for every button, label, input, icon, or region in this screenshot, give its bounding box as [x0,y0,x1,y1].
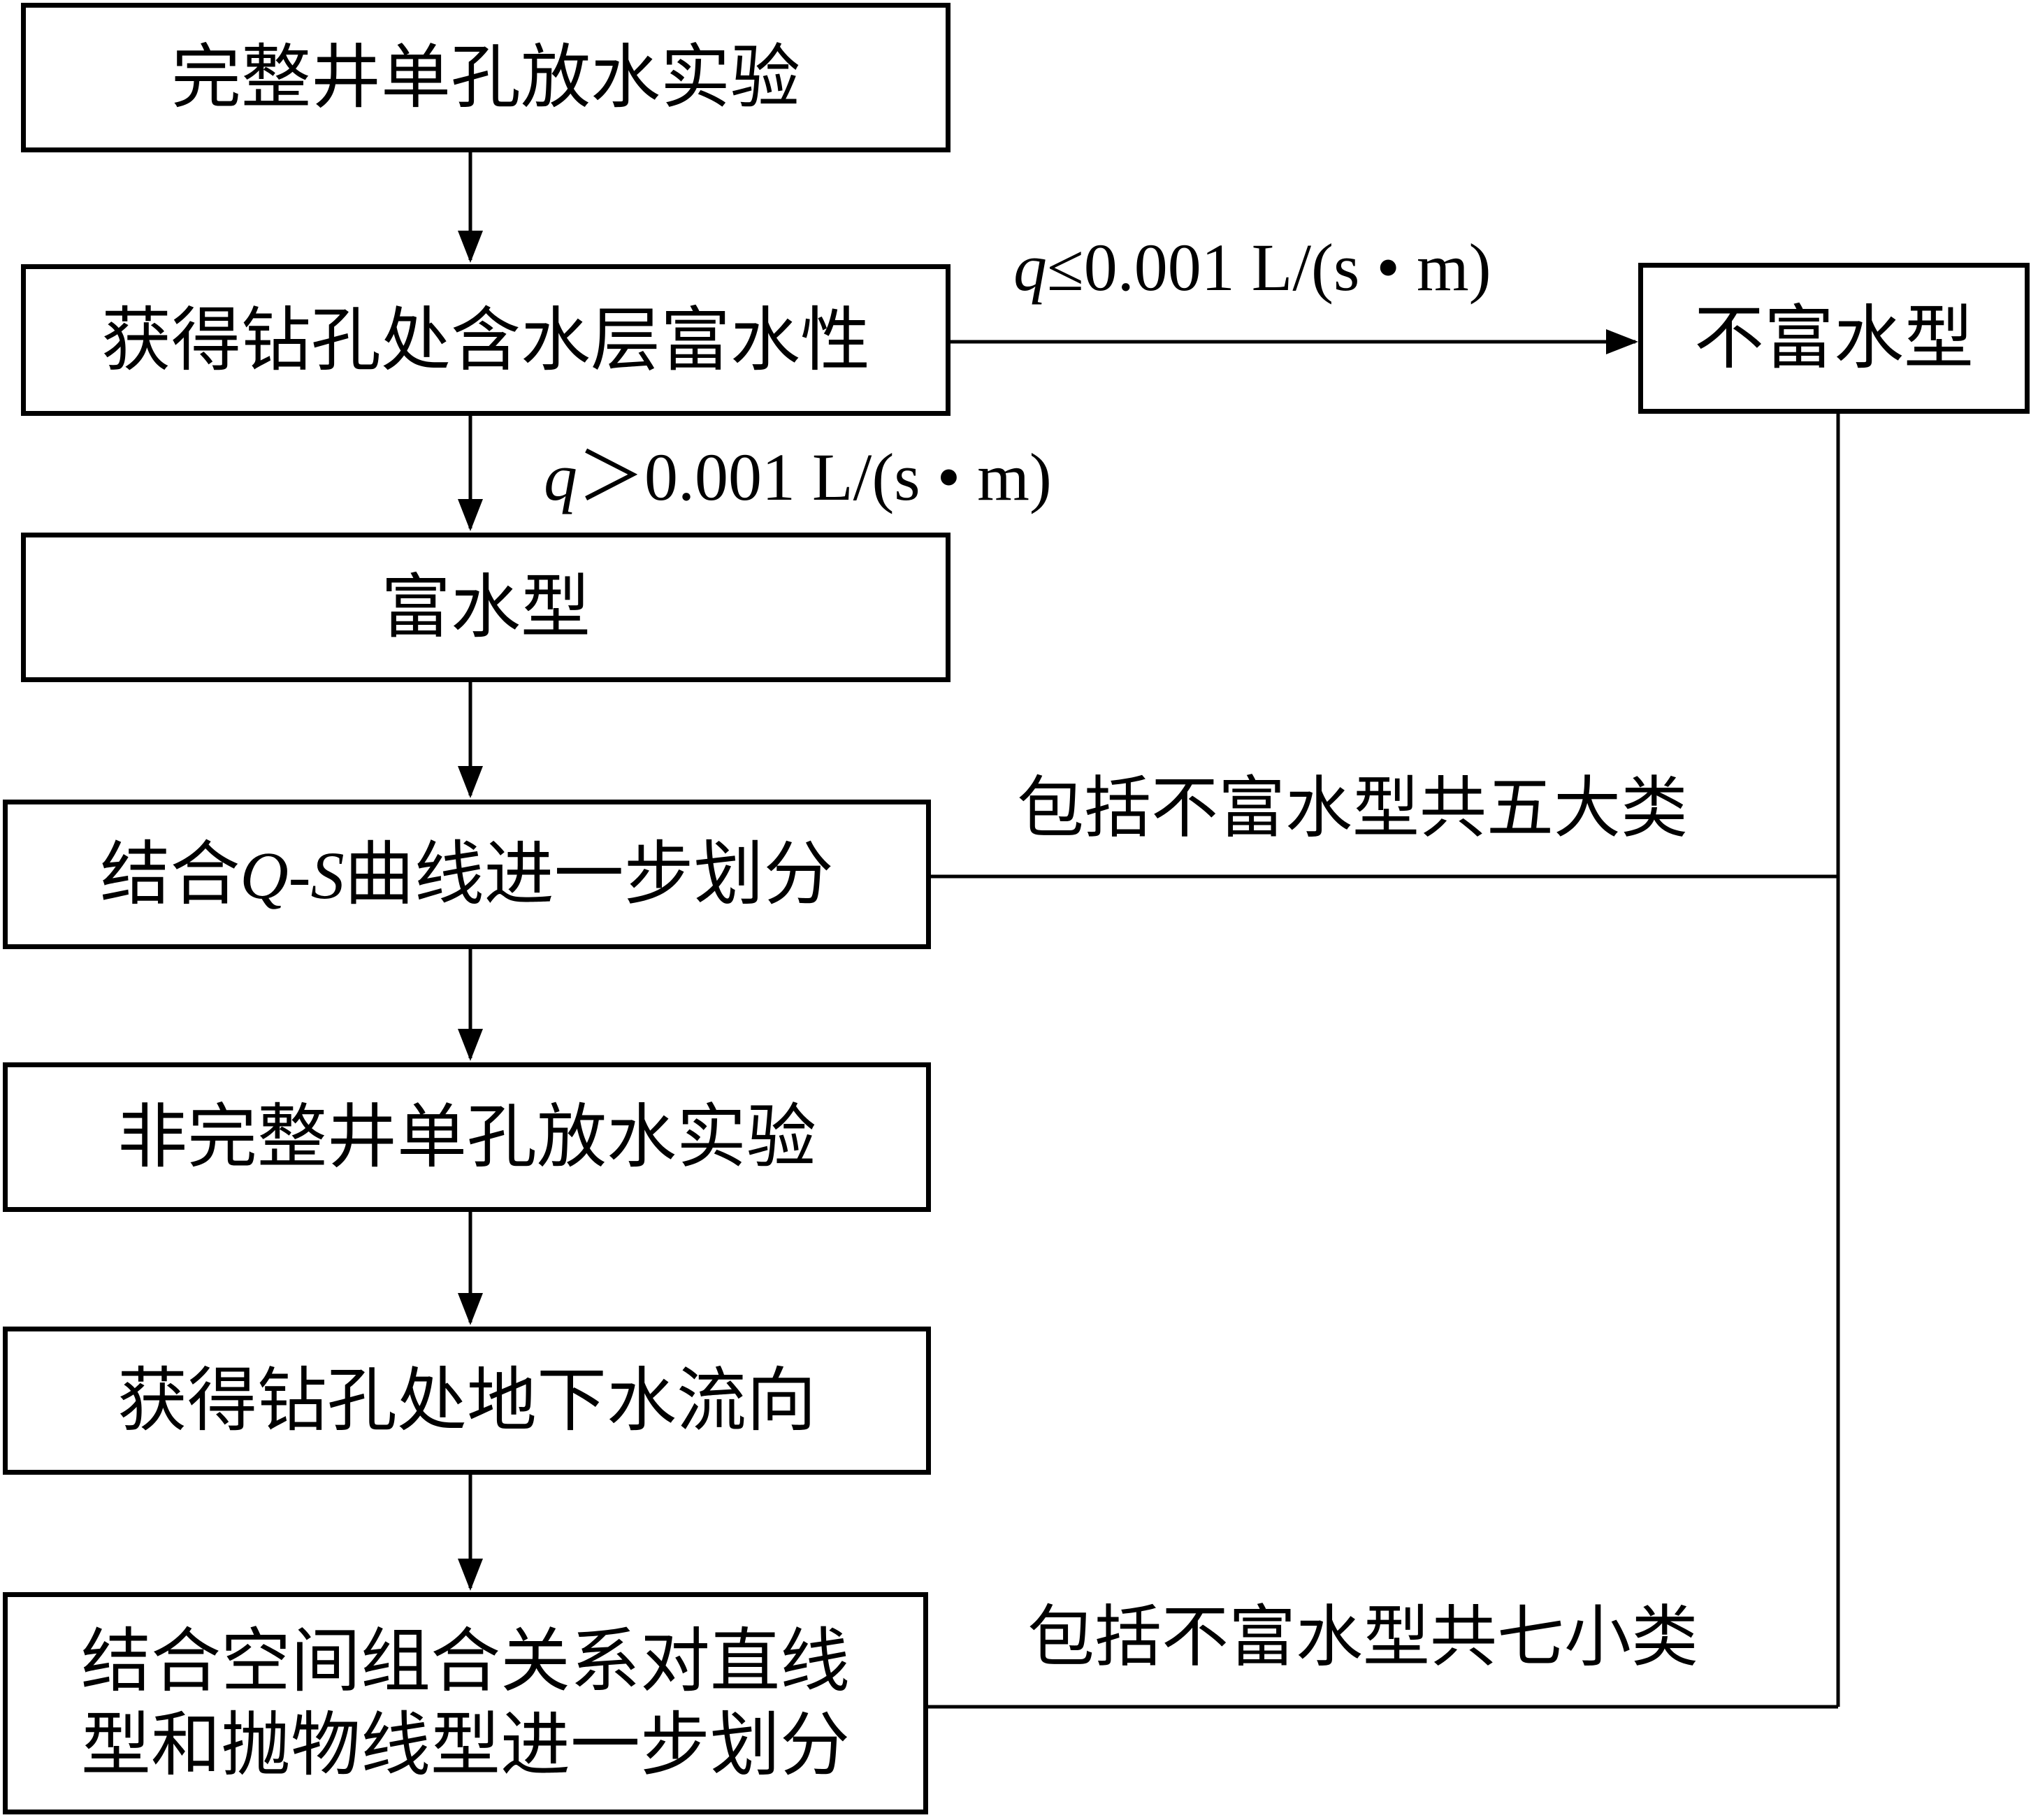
b4-var-s: S [310,838,345,913]
box-groundwater-flow-direction-label: 获得钻孔处地下水流向 [117,1359,816,1441]
box-water-rich-type-label: 富水型 [381,566,591,648]
b4-dash: - [288,838,311,913]
annotation-five-categories-text: 包括不富水型共五大类 [1017,769,1688,847]
arrowhead-b4-b5 [458,1029,483,1061]
condition-le: q≤0.001 L/(s • m) [1013,234,1491,301]
box-water-poor-type-label: 不富水型 [1694,297,1974,379]
b4-var-q: Q [240,838,289,913]
box-water-richness-label: 获得钻孔处含水层富水性 [101,298,870,381]
box-qs-curve-division: 结合Q-S曲线进一步划分 [3,800,931,949]
arrowhead-b2-side [1606,329,1638,354]
b4-suffix: 曲线进一步划分 [344,833,834,915]
box-water-rich-type: 富水型 [21,533,951,682]
annotation-seven-subcategories: 包括不富水型共七小类 [1027,1603,1698,1670]
box-spatial-combination-line2: 型和抛物线型进一步划分 [81,1704,850,1786]
condition-le-value: 0.001 L/(s • m) [1083,230,1491,305]
condition-le-operator: ≤ [1047,230,1084,305]
condition-gt: q＞0.001 L/(s • m) [544,444,1052,511]
arrowhead-b1-b2 [458,231,483,263]
box-water-richness: 获得钻孔处含水层富水性 [21,264,951,416]
condition-le-var: q [1013,230,1047,305]
arrowhead-b3-b4 [458,766,483,798]
annotation-five-categories: 包括不富水型共五大类 [1017,774,1688,842]
box-complete-well-test-label: 完整井单孔放水实验 [171,36,800,118]
arrowhead-b5-b6 [458,1293,483,1325]
box-spatial-combination-division: 结合空间组合关系对直线 型和抛物线型进一步划分 [3,1592,928,1814]
box-water-poor-type: 不富水型 [1638,263,2030,414]
condition-gt-operator: ＞ [577,440,644,514]
arrowhead-b2-b3 [458,499,483,531]
condition-gt-var: q [544,440,577,514]
box-spatial-combination-line1: 结合空间组合关系对直线 [81,1620,850,1702]
box-groundwater-flow-direction: 获得钻孔处地下水流向 [3,1327,931,1475]
arrowhead-b6-b7 [458,1559,483,1591]
condition-gt-value: 0.001 L/(s • m) [644,440,1052,514]
box-qs-curve-division-label: 结合Q-S曲线进一步划分 [100,832,833,916]
box-incomplete-well-test-label: 非完整井单孔放水实验 [117,1096,816,1178]
box-complete-well-test: 完整井单孔放水实验 [21,3,951,152]
box-incomplete-well-test: 非完整井单孔放水实验 [3,1062,931,1212]
b4-prefix: 结合 [100,833,240,915]
annotation-seven-subcategories-text: 包括不富水型共七小类 [1027,1598,1698,1676]
